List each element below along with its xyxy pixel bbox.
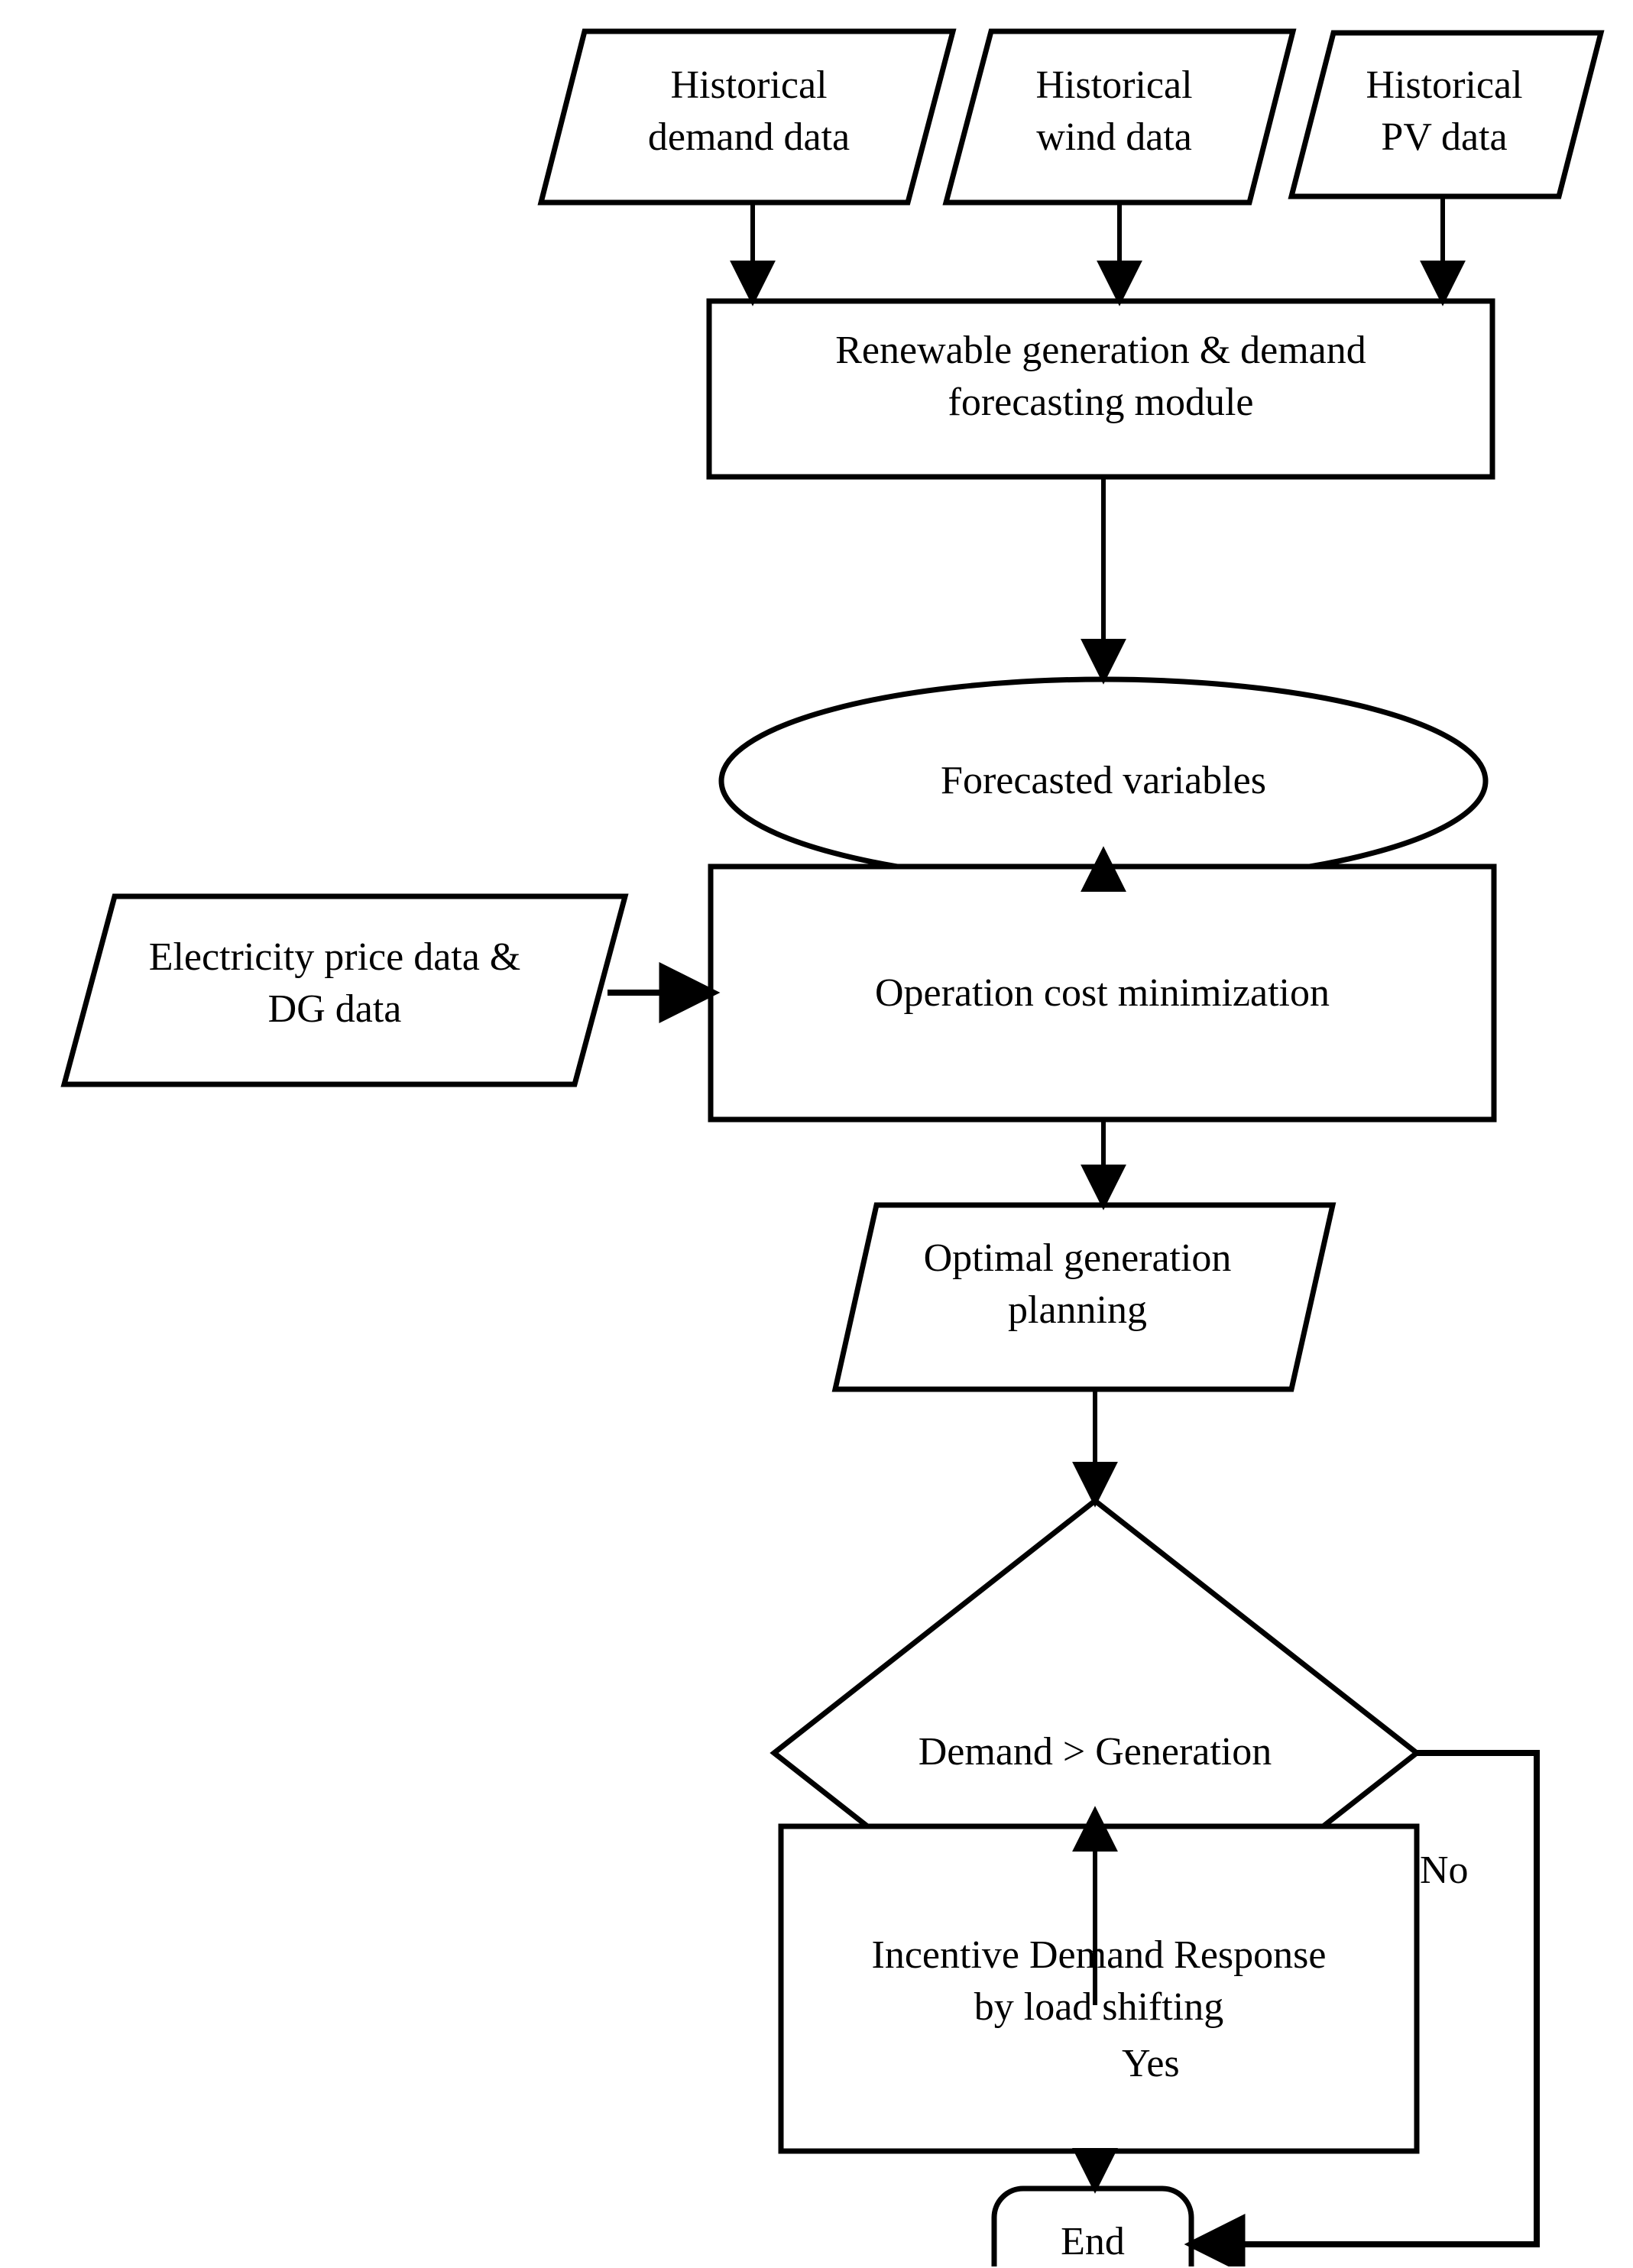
node-decision-label: Demand > Generation [918,1730,1272,1774]
node-opt-gen-plan-label: Optimal generation planning [923,1236,1232,1332]
node-end-label: End [1061,2220,1125,2263]
node-hist-demand-label: Historical demand data [647,63,851,159]
node-hist-wind-label: Historical wind data [1035,63,1193,159]
node-forecast-variables-label: Forecasted variables [941,759,1266,802]
node-hist-pv-shape [1288,30,1605,199]
node-hist-pv-label: Historical PV data [1366,63,1523,159]
node-idr-label: Incentive Demand Response by load shifti… [871,1933,1327,2029]
node-idr-shape [778,1823,1420,2154]
node-forecast-module-label: Renewable generation & demand forecastin… [835,329,1366,424]
node-hist-wind-shape [942,28,1297,206]
node-forecast-module-shape [706,298,1495,480]
edge-label-yes: Yes [1122,2042,1180,2085]
node-price-dg-label: Electricity price data & DG data [148,935,521,1031]
node-opt-gen-plan-shape [831,1202,1337,1392]
edge-label-no: No [1420,1848,1469,1892]
node-price-dg-shape [60,893,629,1087]
node-hist-demand-shape [537,28,957,206]
edge-decision-no-to-end [1184,1750,1540,2266]
node-op-cost-label: Operation cost minimization [875,971,1330,1015]
